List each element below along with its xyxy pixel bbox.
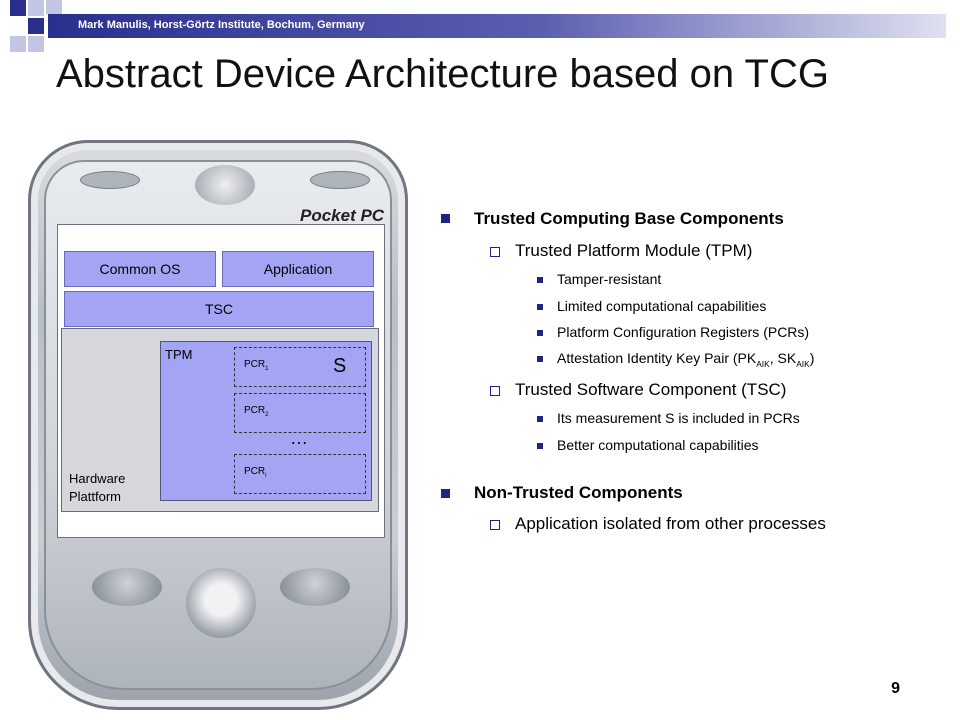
bullet-hollow-square-icon <box>490 386 500 396</box>
bullet-tpm: Trusted Platform Module (TPM) <box>515 241 753 260</box>
header-bar <box>48 14 946 38</box>
header-author: Mark Manulis, Horst-Görtz Institute, Boc… <box>78 19 365 31</box>
bullet-tsc: Trusted Software Component (TSC) <box>515 380 787 399</box>
bullet-non-trusted: Non-Trusted Components <box>474 483 683 502</box>
bullet-small-square-icon <box>537 443 543 449</box>
bullet-small-square-icon <box>537 356 543 362</box>
bullet-small-square-icon <box>537 304 543 310</box>
bullet-measurement: Its measurement S is included in PCRs <box>557 410 800 426</box>
navigation-pad <box>186 568 256 638</box>
end-call-button <box>280 568 350 606</box>
bullet-tamper: Tamper-resistant <box>557 271 662 287</box>
slide-title: Abstract Device Architecture based on TC… <box>56 52 829 96</box>
common-os-label: Common OS <box>99 261 181 277</box>
bullet-small-square-icon <box>537 416 543 422</box>
page-number: 9 <box>891 680 900 697</box>
brand-label: Pocket PC <box>300 206 385 225</box>
bullet-better: Better computational capabilities <box>557 437 759 453</box>
application-label: Application <box>263 261 333 277</box>
phone-top-buttons <box>80 165 370 205</box>
pcr-ellipsis: … <box>290 428 308 448</box>
tpm-label: TPM <box>165 347 193 362</box>
bullet-small-square-icon <box>537 330 543 336</box>
pcr-i-register: PCRi <box>234 454 366 494</box>
pcr-i-label: PCRi <box>244 466 267 479</box>
tsc-box: TSC <box>64 291 374 327</box>
bullet-pcrs: Platform Configuration Registers (PCRs) <box>557 324 810 340</box>
bullet-square-icon <box>441 489 450 498</box>
hardware-label: Hardware Plattform <box>69 471 126 504</box>
s-label: S <box>333 355 347 377</box>
bullet-tcb: Trusted Computing Base Components <box>474 209 784 228</box>
pcr-2-register: PCR2 <box>234 393 366 433</box>
bullet-small-square-icon <box>537 277 543 283</box>
pcr-1-register: PCR1 S <box>234 347 366 387</box>
pcr-1-label: PCR1 <box>244 359 269 372</box>
call-button <box>92 568 162 606</box>
bullet-isolated: Application isolated from other processe… <box>515 514 826 533</box>
bullet-aik: Attestation Identity Key Pair (PKAIK, SK… <box>557 350 815 369</box>
tsc-label: TSC <box>205 301 233 317</box>
application-box: Application <box>222 251 374 287</box>
bullet-hollow-square-icon <box>490 247 500 257</box>
bullet-square-icon <box>441 214 450 223</box>
bullet-hollow-square-icon <box>490 520 500 530</box>
pcr-2-label: PCR2 <box>244 405 269 418</box>
common-os-box: Common OS <box>64 251 216 287</box>
bullet-limited: Limited computational capabilities <box>557 298 767 314</box>
